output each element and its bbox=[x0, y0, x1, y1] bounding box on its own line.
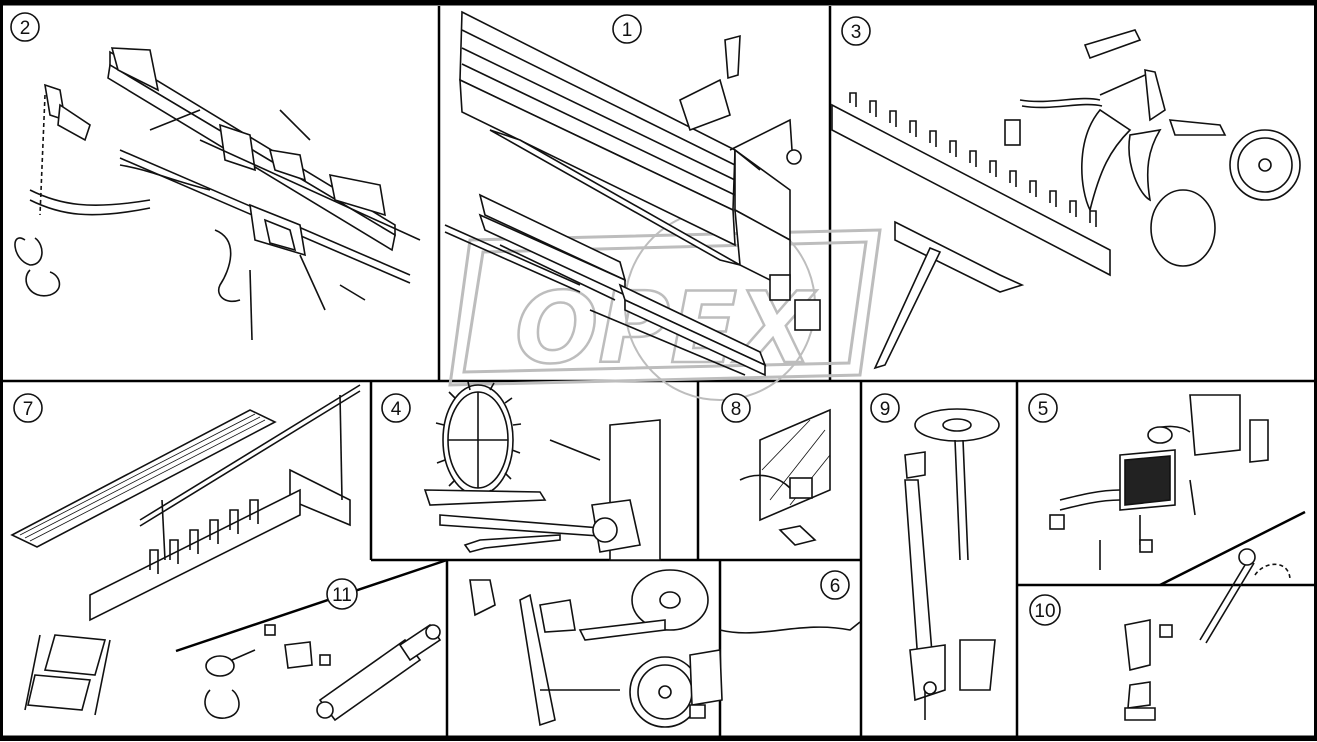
section-2-frame bbox=[14, 47, 421, 341]
section-4-number: 4 bbox=[391, 399, 402, 420]
section-7-number: 7 bbox=[23, 399, 34, 420]
section-9-number: 9 bbox=[880, 399, 891, 420]
section-3-coulter-bar bbox=[831, 29, 1301, 370]
section-5-number: 5 bbox=[1038, 399, 1049, 420]
section-11-cylinder bbox=[204, 623, 442, 722]
section-6-number: 6 bbox=[830, 576, 841, 597]
section-1-hopper bbox=[444, 10, 821, 377]
section-2-number: 2 bbox=[20, 18, 31, 39]
section-1-number: 1 bbox=[622, 20, 633, 41]
section-11-number: 11 bbox=[332, 585, 352, 606]
section-labels bbox=[10, 12, 1061, 626]
section-6-press-wheel bbox=[469, 569, 861, 728]
section-3-number: 3 bbox=[851, 22, 862, 43]
section-10-number: 10 bbox=[1034, 601, 1055, 622]
section-8-number: 8 bbox=[731, 399, 742, 420]
section-7-platform bbox=[10, 384, 361, 716]
section-9-marker bbox=[904, 408, 1000, 720]
section-4-drive-wheel bbox=[423, 381, 661, 561]
section-10-top-link bbox=[1124, 548, 1291, 721]
section-8-plate bbox=[739, 408, 831, 546]
section-5-valve bbox=[1049, 394, 1269, 570]
